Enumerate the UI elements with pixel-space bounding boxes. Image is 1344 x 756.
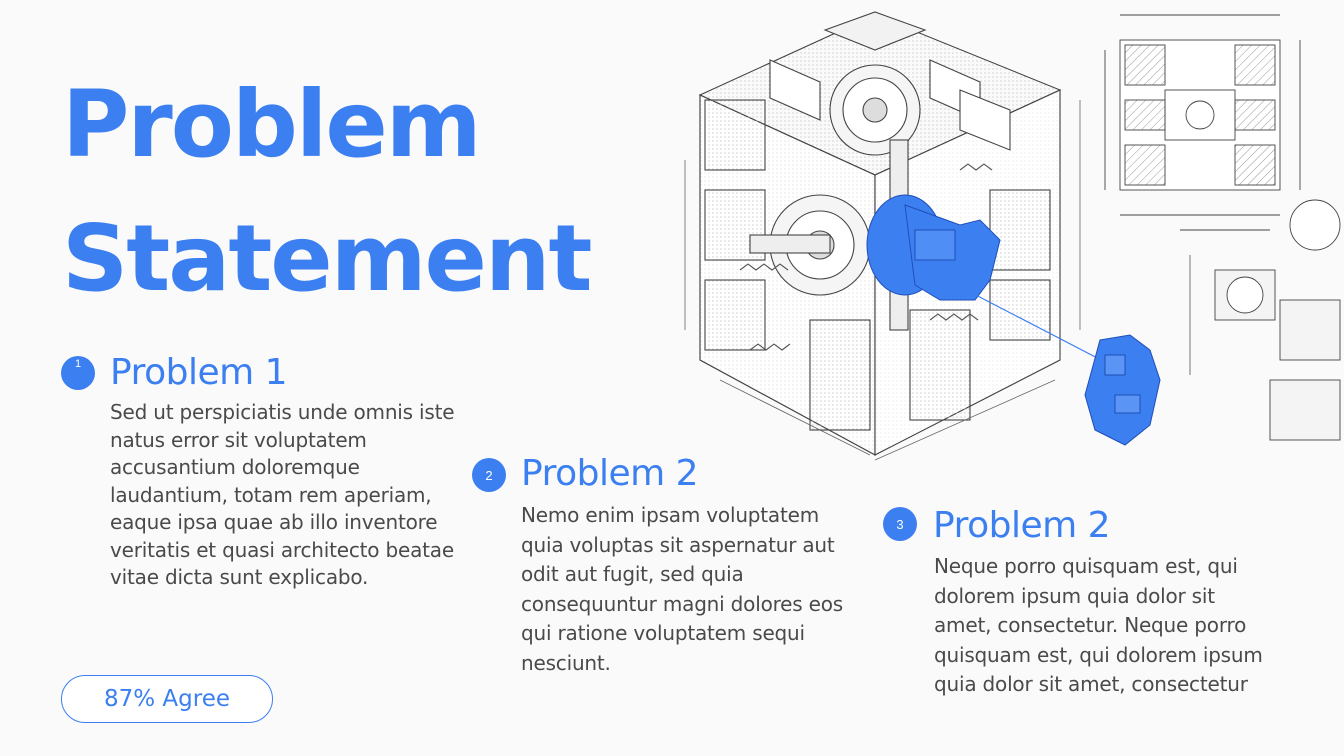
problem-3-body: Neque porro quisquam est, qui dolorem ip…	[934, 554, 1263, 696]
problem-1-title: Problem 1	[110, 352, 288, 393]
technical-drawing	[1104, 14, 1301, 231]
callout-arrow	[969, 291, 1106, 363]
exploded-part	[1084, 334, 1161, 446]
agree-percentage-button[interactable]: 87% Agree	[61, 675, 273, 723]
mechanical-cube-illustration	[684, 11, 1341, 461]
problem-2-body: Nemo enim ipsam voluptatem quia voluptas…	[521, 503, 844, 675]
problem-3-title: Problem 2	[933, 505, 1111, 546]
problem-3-number-badge: 3	[883, 507, 917, 541]
highlighted-gear	[866, 194, 1001, 301]
component-details	[1189, 199, 1341, 441]
problem-2-number-badge: 2	[472, 458, 506, 492]
problem-1-number-badge: 1	[61, 356, 95, 390]
slide-title: Problem Statement	[62, 58, 592, 326]
problem-1-body: Sed ut perspiciatis unde omnis iste natu…	[110, 400, 455, 589]
problem-2-title: Problem 2	[521, 453, 699, 494]
title-line-1: Problem	[62, 71, 482, 178]
title-line-2: Statement	[62, 205, 592, 312]
